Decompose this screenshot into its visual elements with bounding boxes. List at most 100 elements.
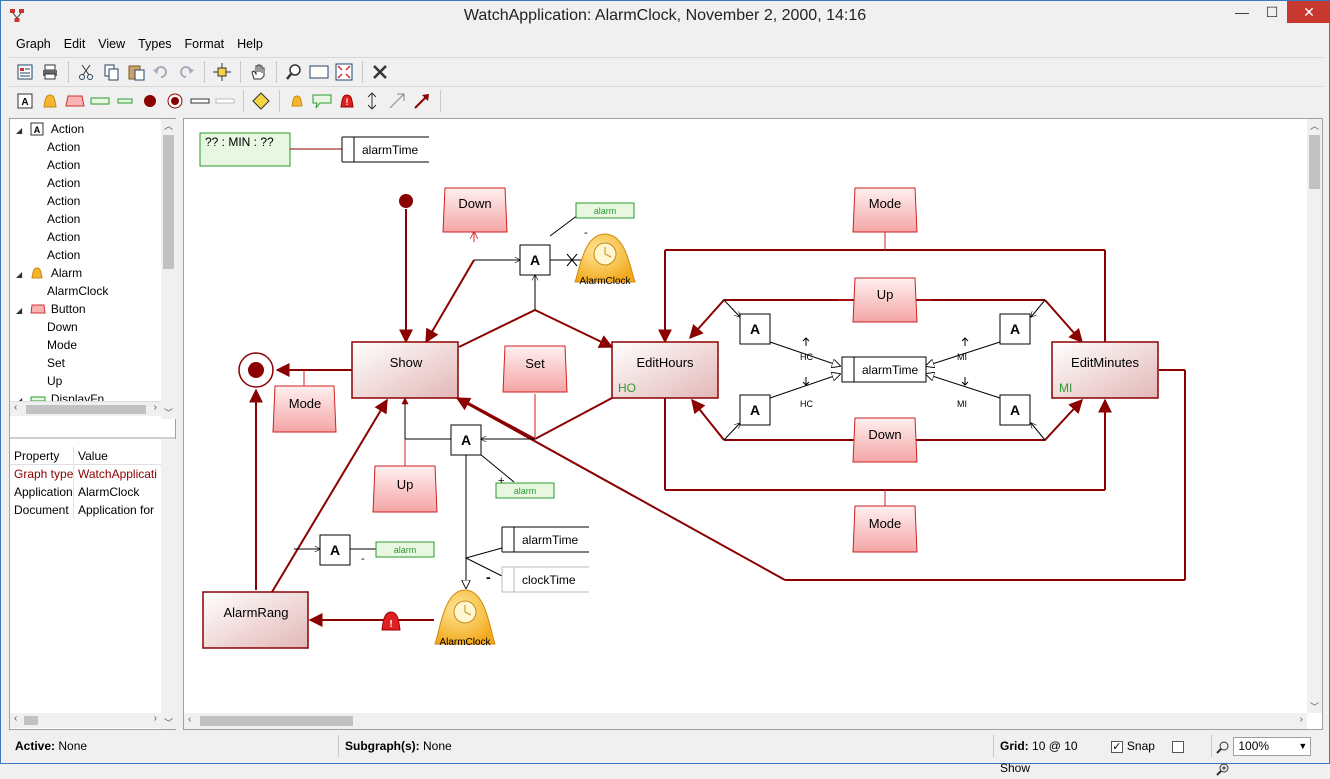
menu-help[interactable]: Help [237, 37, 263, 51]
canvas-horizontal-scrollbar[interactable]: ‹ › [184, 713, 1307, 729]
comment-edge-icon[interactable] [310, 89, 334, 113]
canvas-vertical-scrollbar[interactable]: ︿ ﹀ [1307, 119, 1322, 713]
tree-item-button-group[interactable]: ◢ Button [16, 300, 86, 318]
table-row[interactable]: Graph type WatchApplicati [10, 465, 162, 483]
action-node[interactable]: A [999, 394, 1031, 426]
zoom-in-icon[interactable] [1216, 761, 1230, 776]
tree-item-alarmclock[interactable]: AlarmClock [47, 284, 109, 298]
expander-icon[interactable]: ◢ [16, 126, 23, 135]
fit-all-icon[interactable] [332, 60, 356, 84]
expander-icon[interactable]: ◢ [16, 396, 22, 405]
state-edit-minutes[interactable]: EditMinutes MI [1051, 341, 1159, 399]
tree-vertical-scrollbar[interactable]: ︿ ﹀ [161, 119, 176, 419]
diagram-svg[interactable]: ?? : MIN : ?? alarmTime [184, 119, 1323, 730]
state-node-icon[interactable] [138, 89, 162, 113]
tree-item-action-group[interactable]: ◢ A Action [16, 120, 84, 138]
value-column-header[interactable]: Value [78, 449, 108, 463]
button-up-left[interactable]: Up [372, 465, 438, 513]
menu-graph[interactable]: Graph [16, 37, 51, 51]
final-state[interactable] [238, 352, 274, 388]
alarm-node-icon[interactable] [38, 89, 62, 113]
alarm-tag[interactable]: alarm [375, 541, 435, 558]
bold-arrow-icon[interactable] [410, 89, 434, 113]
alarm-tag[interactable]: alarm [575, 202, 635, 219]
final-node-icon[interactable] [163, 89, 187, 113]
properties-horizontal-scrollbar[interactable]: ‹ › [10, 713, 161, 728]
button-mode-left[interactable]: Mode [272, 385, 337, 433]
tree-horizontal-scrollbar[interactable]: ‹ › [10, 401, 161, 416]
state-edit-hours[interactable]: EditHours HO [611, 341, 719, 399]
expander-icon[interactable]: ◢ [16, 270, 23, 279]
menu-format[interactable]: Format [184, 37, 225, 51]
bidirectional-edge-icon[interactable] [360, 89, 384, 113]
delete-icon[interactable] [368, 60, 392, 84]
snap-toggle[interactable]: ✓Snap [1110, 739, 1158, 753]
panel-splitter[interactable] [10, 437, 175, 439]
button-edges[interactable] [303, 232, 932, 506]
slot-light-icon[interactable] [213, 89, 237, 113]
print-icon[interactable] [38, 60, 62, 84]
action-node[interactable]: A [999, 313, 1031, 345]
action-node[interactable]: A [450, 424, 482, 456]
alarm-trigger-icon[interactable]: ! [381, 611, 401, 631]
menu-view[interactable]: View [98, 37, 126, 51]
alarm-clock-bell[interactable]: AlarmClock [574, 233, 636, 287]
state-alarm-rang[interactable]: AlarmRang [202, 591, 309, 649]
slot-clock-time[interactable]: clockTime - [486, 566, 589, 593]
properties-vertical-scrollbar[interactable]: ﹀ [161, 439, 176, 729]
button-down-right[interactable]: Down [852, 417, 918, 463]
junction-node-icon[interactable] [249, 89, 273, 113]
props-hscroll-thumb[interactable] [24, 716, 38, 725]
action-edges[interactable] [294, 214, 1046, 588]
thin-arrow-icon[interactable] [385, 89, 409, 113]
tree-item-action[interactable]: Action [47, 140, 81, 154]
table-row[interactable]: Document Application for [10, 501, 162, 519]
redo-icon[interactable] [174, 60, 198, 84]
hand-icon[interactable] [246, 60, 270, 84]
show-toggle[interactable]: Show [1000, 739, 1188, 775]
menu-edit[interactable]: Edit [63, 37, 86, 51]
tree-item-mode[interactable]: Mode [47, 338, 78, 352]
action-node[interactable]: A [739, 394, 771, 426]
menu-types[interactable]: Types [138, 37, 172, 51]
zoom-icon[interactable] [282, 60, 306, 84]
snap-checkbox[interactable]: ✓ [1110, 740, 1123, 753]
action-node-icon[interactable]: A [13, 89, 37, 113]
zoom-select[interactable]: 100%▼ [1233, 737, 1312, 757]
alarm-clock-bell[interactable]: AlarmClock [434, 589, 496, 648]
properties-icon[interactable] [13, 60, 37, 84]
alarm-edge-icon[interactable]: ! [335, 89, 359, 113]
fit-rect-icon[interactable] [307, 60, 331, 84]
tree-item-up[interactable]: Up [47, 374, 63, 388]
state-show[interactable]: Show [351, 341, 459, 399]
property-column-header[interactable]: Property [10, 447, 74, 464]
zoom-out-icon[interactable] [1216, 739, 1233, 754]
button-mode-right-bottom[interactable]: Mode [852, 505, 918, 553]
tree-item-alarm-group[interactable]: ◢ Alarm [16, 264, 82, 282]
undo-icon[interactable] [149, 60, 173, 84]
tree-scroll-thumb[interactable] [163, 135, 174, 269]
tree-item-action[interactable]: Action [47, 230, 81, 244]
tree-item-action[interactable]: Action [47, 176, 81, 190]
diagram-canvas[interactable]: ?? : MIN : ?? alarmTime [183, 118, 1323, 730]
displayfn-small-icon[interactable] [113, 89, 137, 113]
minimize-button[interactable]: — [1235, 4, 1249, 20]
action-node[interactable]: A [519, 244, 551, 276]
tree-item-action[interactable]: Action [47, 212, 81, 226]
button-node-icon[interactable] [63, 89, 87, 113]
button-up-right[interactable]: Up [852, 277, 918, 323]
paste-icon[interactable] [124, 60, 148, 84]
tree-item-set[interactable]: Set [47, 356, 66, 370]
tree-item-down[interactable]: Down [47, 320, 78, 334]
alarm-tag[interactable]: alarm [495, 482, 555, 499]
slot-alarm-time[interactable]: alarmTime [501, 526, 589, 553]
canvas-vscroll-thumb[interactable] [1309, 135, 1320, 189]
transition-edges[interactable] [249, 209, 1186, 627]
type-tree[interactable]: ◢ A Action Action Action Action Action A… [10, 119, 162, 419]
display-function[interactable]: ?? : MIN : ?? alarmTime [199, 132, 429, 167]
slot-alarm-time-center[interactable]: alarmTime [841, 356, 927, 383]
button-set[interactable]: Set [502, 345, 568, 393]
maximize-button[interactable]: ☐ [1265, 4, 1279, 20]
copy-icon[interactable] [99, 60, 123, 84]
bell-edge-icon[interactable] [285, 89, 309, 113]
